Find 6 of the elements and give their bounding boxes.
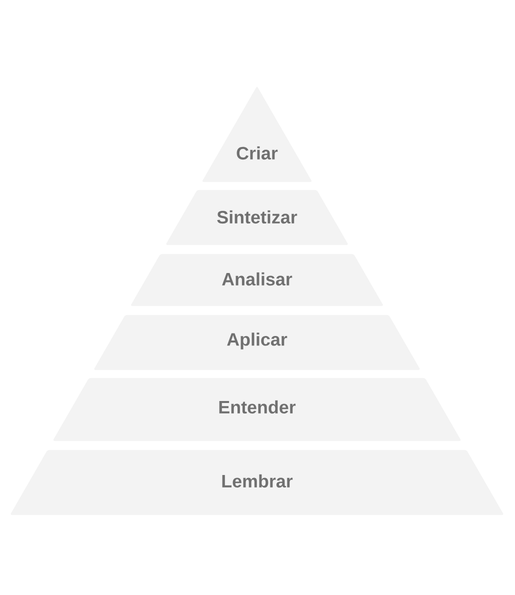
pyramid-band: Analisar	[131, 254, 383, 306]
pyramid-band: Aplicar	[94, 315, 420, 370]
pyramid-band: Lembrar	[10, 450, 504, 515]
pyramid-band: Criar	[202, 87, 312, 182]
pyramid-band: Sintetizar	[166, 190, 348, 245]
pyramid-band: Entender	[53, 378, 461, 441]
